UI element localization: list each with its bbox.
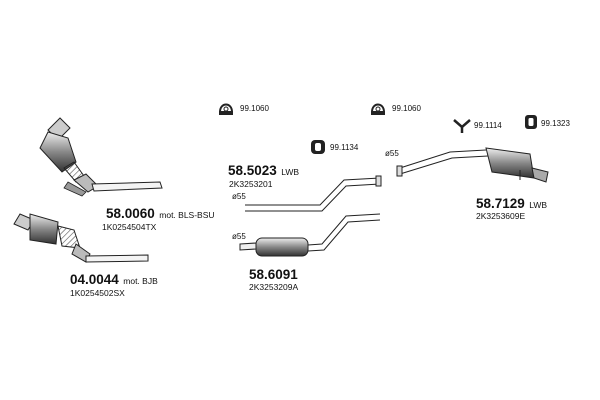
rear-silencer-58-7129 — [396, 147, 549, 183]
part-58-0060-label: 58.0060 mot. BLS-BSU — [106, 206, 215, 222]
accessory-label: 99.1134 — [330, 143, 359, 152]
rubber-hanger-icon — [371, 103, 385, 115]
part-04-0044-label: 04.0044 mot. BJB — [70, 272, 158, 288]
diameter-label: ø55 — [232, 192, 246, 201]
part-58-6091-label: 58.6091 — [249, 267, 298, 283]
middle-silencer-58-6091 — [239, 213, 381, 257]
part-description: LWB — [281, 167, 300, 177]
part-58-5023-label: 58.5023 LWB — [228, 163, 299, 179]
part-number: 58.7129 — [476, 196, 525, 211]
oem-number: 2K3253609E — [476, 211, 526, 221]
part-description: mot. BLS-BSU — [159, 210, 215, 220]
accessory-label: 99.1060 — [240, 104, 269, 113]
catalytic-converter-04-0044 — [13, 213, 149, 263]
part-number: 04.0044 — [70, 272, 119, 287]
rubber-ring-icon — [311, 140, 325, 154]
catalytic-converter-58-0060 — [39, 117, 163, 197]
part-number: 58.5023 — [228, 163, 277, 178]
oem-number: 1K0254502SX — [70, 288, 125, 298]
accessory-label: 99.1114 — [474, 121, 502, 130]
oem-number: 2K3253201 — [229, 179, 273, 189]
part-description: LWB — [529, 200, 548, 210]
accessory-label: 99.1060 — [392, 104, 421, 113]
oem-number: 1K0254504TX — [102, 222, 157, 232]
oem-number: 2K3253209A — [249, 282, 299, 292]
front-pipe-58-5023 — [245, 175, 382, 212]
part-number: 58.6091 — [249, 267, 298, 282]
accessory-label: 99.1323 — [541, 119, 570, 128]
rubber-ring-icon — [525, 115, 537, 129]
part-description: mot. BJB — [123, 276, 158, 286]
diameter-label: ø55 — [232, 232, 246, 241]
diameter-label: ø55 — [385, 149, 399, 158]
bracket-icon — [453, 119, 471, 133]
part-58-7129-label: 58.7129 LWB — [476, 196, 547, 212]
rubber-hanger-icon — [219, 103, 233, 115]
part-number: 58.0060 — [106, 206, 155, 221]
